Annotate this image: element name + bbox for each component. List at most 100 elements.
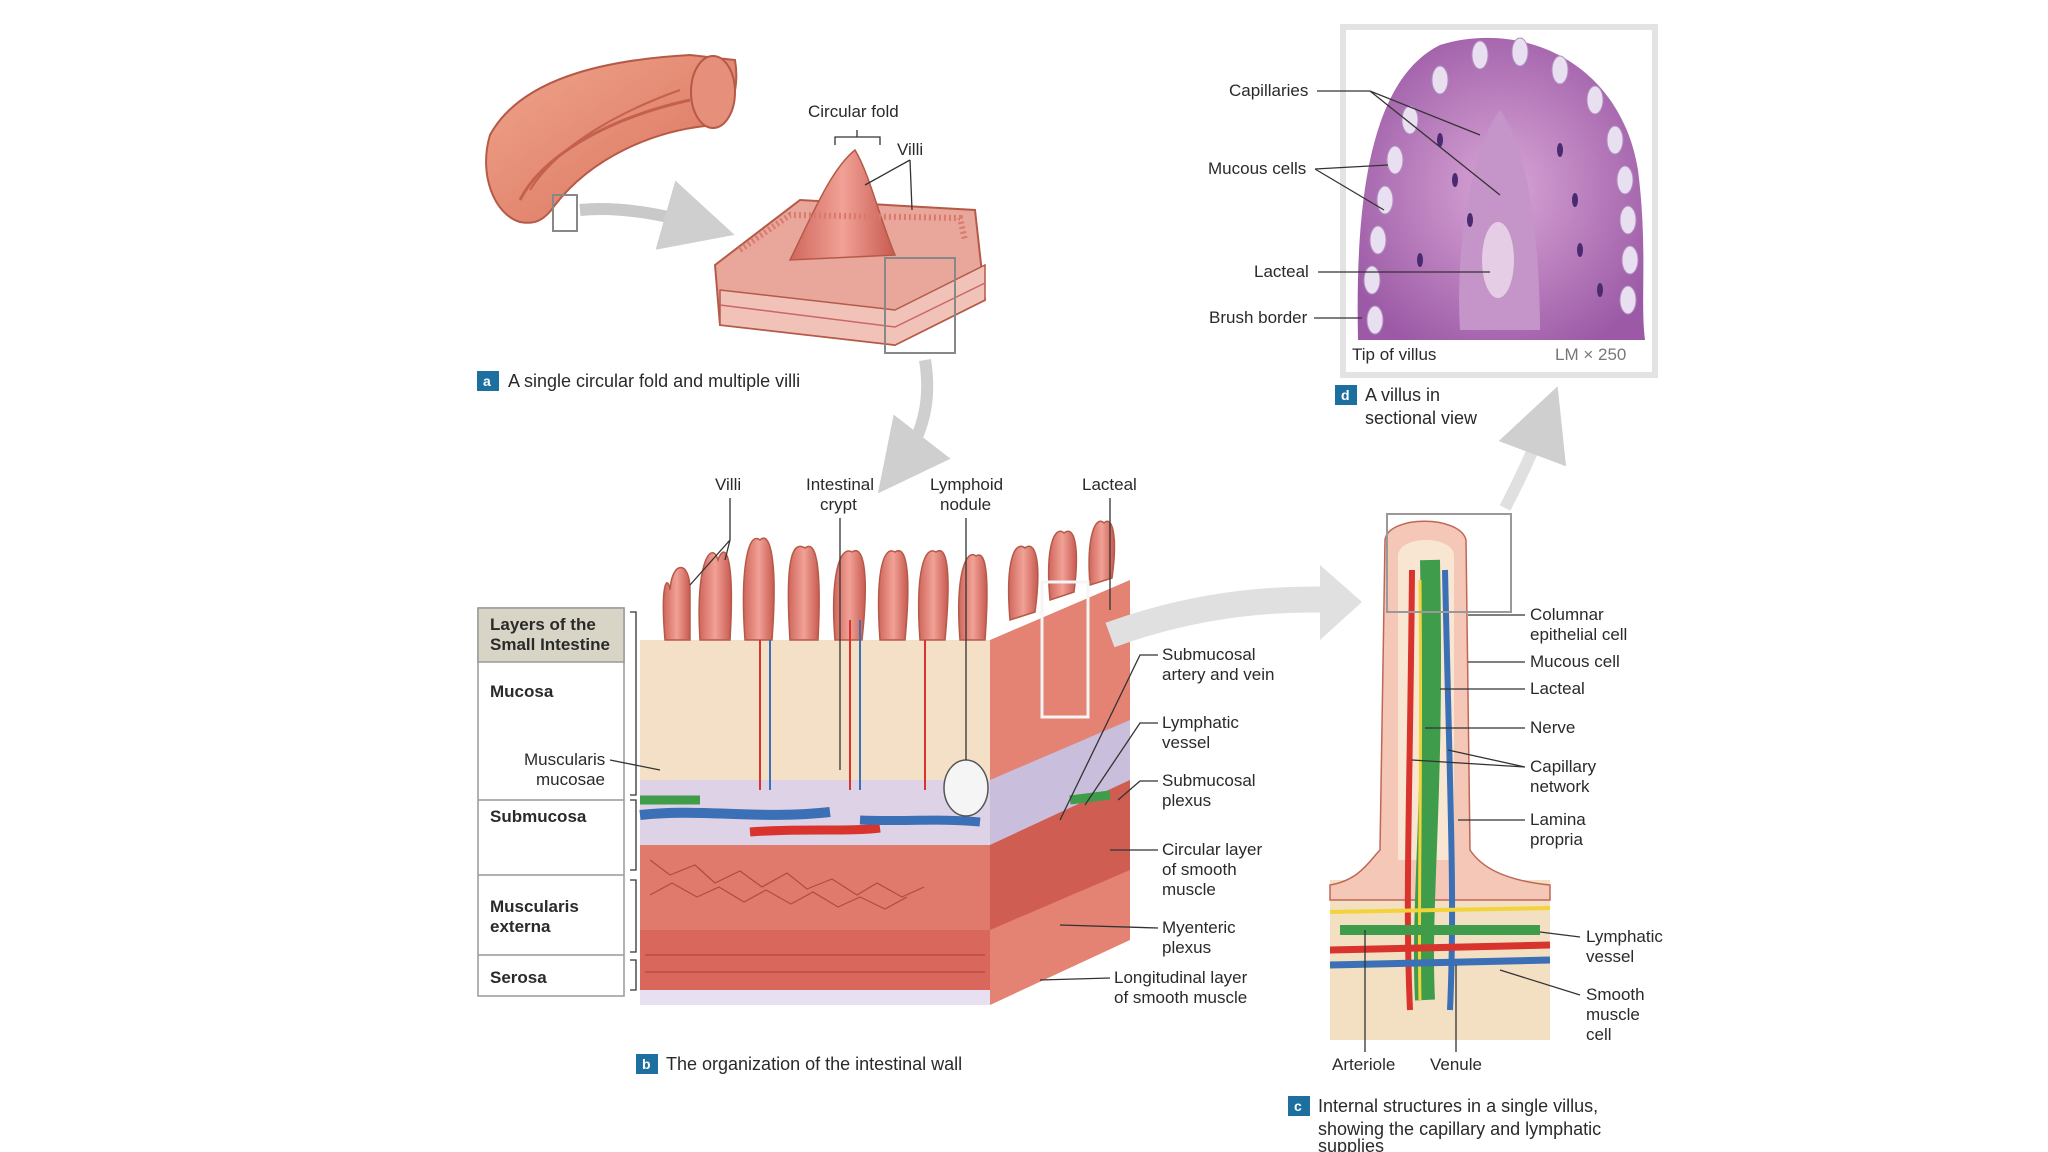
label-sub-plexus-2: plexus [1162, 791, 1211, 810]
badge-a [477, 371, 499, 391]
label-circular-fold: Circular fold [808, 102, 899, 121]
label-nodule-2: nodule [940, 495, 991, 514]
micro-label-right: LM × 250 [1555, 345, 1626, 364]
zoom-arrow-bc [1105, 586, 1341, 648]
label-capillary-1: Capillary [1530, 757, 1597, 776]
layer-musc-externa-1: Muscularis [490, 897, 579, 916]
micro-label-left: Tip of villus [1352, 345, 1436, 364]
label-sub-artery-2: artery and vein [1162, 665, 1274, 684]
label-smooth-2: muscle [1586, 1005, 1640, 1024]
caption-b: The organization of the intestinal wall [666, 1054, 962, 1074]
caption-c-1: Internal structures in a single villus, [1318, 1096, 1598, 1116]
label-lacteal-c: Lacteal [1530, 679, 1585, 698]
label-venule: Venule [1430, 1055, 1482, 1074]
circular-fold-block [713, 148, 987, 354]
leader-lymph-b [1084, 722, 1158, 806]
leader-mucous-cells [1314, 164, 1389, 211]
label-smooth-1: Smooth [1586, 985, 1645, 1004]
label-nodule-1: Lymphoid [930, 475, 1003, 494]
intestinal-wall-block [639, 520, 1130, 1005]
panel-b: Villi Intestinal crypt Lymphoid nodule L… [477, 475, 1274, 1074]
single-villus-illustration [1329, 513, 1551, 1040]
zoom-arrow-a [579, 180, 735, 250]
badge-d [1335, 385, 1357, 405]
badge-b-letter: b [642, 1056, 651, 1072]
caption-a: A single circular fold and multiple vill… [508, 371, 800, 391]
leader-sub-plexus [1117, 780, 1158, 801]
label-mucous-cells: Mucous cells [1208, 159, 1306, 178]
label-circ-3: muscle [1162, 880, 1216, 899]
label-capillaries: Capillaries [1229, 81, 1308, 100]
label-lymph-c-1: Lymphatic [1586, 927, 1663, 946]
label-circ-1: Circular layer [1162, 840, 1262, 859]
badge-c-letter: c [1294, 1098, 1302, 1114]
leader-long [1039, 977, 1111, 981]
badge-b [636, 1054, 658, 1074]
label-lacteal-d: Lacteal [1254, 262, 1309, 281]
label-lymph-c-2: vessel [1586, 947, 1634, 966]
leader-villi-a [864, 159, 913, 211]
layer-musc-mucosae-2: mucosae [536, 770, 605, 789]
layers-title-1: Layers of the [490, 615, 596, 634]
leader-sub-artery [1059, 654, 1158, 821]
label-sub-plexus-1: Submucosal [1162, 771, 1256, 790]
label-capillary-2: network [1530, 777, 1590, 796]
badge-c [1288, 1096, 1310, 1116]
label-nerve: Nerve [1530, 718, 1575, 737]
caption-d-1: A villus in [1365, 385, 1440, 405]
leader-myen [1059, 924, 1159, 929]
label-villi-a: Villi [897, 140, 923, 159]
label-long-2: of smooth muscle [1114, 988, 1247, 1007]
badge-d-letter: d [1341, 387, 1350, 403]
zoom-arrow-cd [1498, 386, 1567, 511]
label-myen-2: plexus [1162, 938, 1211, 957]
caption-d-2: sectional view [1365, 408, 1478, 428]
leader-musc-mucosae [609, 759, 661, 771]
label-columnar-1: Columnar [1530, 605, 1604, 624]
panel-a: Circular fold Villi a A single circular … [477, 53, 987, 391]
label-circ-2: of smooth [1162, 860, 1237, 879]
label-columnar-2: epithelial cell [1530, 625, 1627, 644]
label-villi-b: Villi [715, 475, 741, 494]
label-lymph-b-1: Lymphatic [1162, 713, 1239, 732]
layer-musc-mucosae-1: Muscularis [524, 750, 605, 769]
label-sub-artery-1: Submucosal [1162, 645, 1256, 664]
label-lacteal-b: Lacteal [1082, 475, 1137, 494]
micrograph-image [1357, 37, 1645, 340]
leader-lymph-c [1539, 931, 1581, 938]
label-arteriole: Arteriole [1332, 1055, 1395, 1074]
tip-highlight-box [1386, 513, 1512, 613]
leader-smooth [1499, 969, 1581, 996]
lymphoid-nodule [943, 759, 989, 817]
villi-row [662, 520, 1116, 641]
bracket-circular-fold [834, 130, 881, 145]
layer-serosa: Serosa [490, 968, 547, 987]
label-mucous-cell: Mucous cell [1530, 652, 1620, 671]
label-crypt-1: Intestinal [806, 475, 874, 494]
caption-c-3: supplies [1318, 1136, 1384, 1152]
panel-d: Tip of villus LM × 250 Capillaries Mucou… [1208, 24, 1658, 428]
layer-mucosa: Mucosa [490, 682, 554, 701]
leader-capillaries [1317, 90, 1501, 196]
layers-table: Layers of the Small Intestine Mucosa Mus… [477, 607, 661, 997]
villus-highlight-box [1040, 580, 1090, 719]
caption-c-2: showing the capillary and lymphatic [1318, 1119, 1601, 1139]
intestine-tube-illustration [485, 53, 738, 232]
label-smooth-3: cell [1586, 1025, 1612, 1044]
zoom-arrow-ab [877, 359, 951, 494]
label-lamina-1: Lamina [1530, 810, 1586, 829]
leader-capillary [1411, 749, 1526, 768]
label-brush-border: Brush border [1209, 308, 1308, 327]
layer-brackets [630, 611, 637, 991]
label-myen-1: Myenteric [1162, 918, 1236, 937]
label-lymph-b-2: vessel [1162, 733, 1210, 752]
label-crypt-2: crypt [820, 495, 857, 514]
leader-villi-b [689, 498, 731, 586]
label-long-1: Longitudinal layer [1114, 968, 1248, 987]
layers-title-2: Small Intestine [490, 635, 610, 654]
badge-a-letter: a [483, 373, 491, 389]
zoom-arrow-bc-head [1320, 565, 1362, 640]
panel-c: Columnar epithelial cell Mucous cell Lac… [1288, 513, 1663, 1152]
layer-musc-externa-2: externa [490, 917, 551, 936]
